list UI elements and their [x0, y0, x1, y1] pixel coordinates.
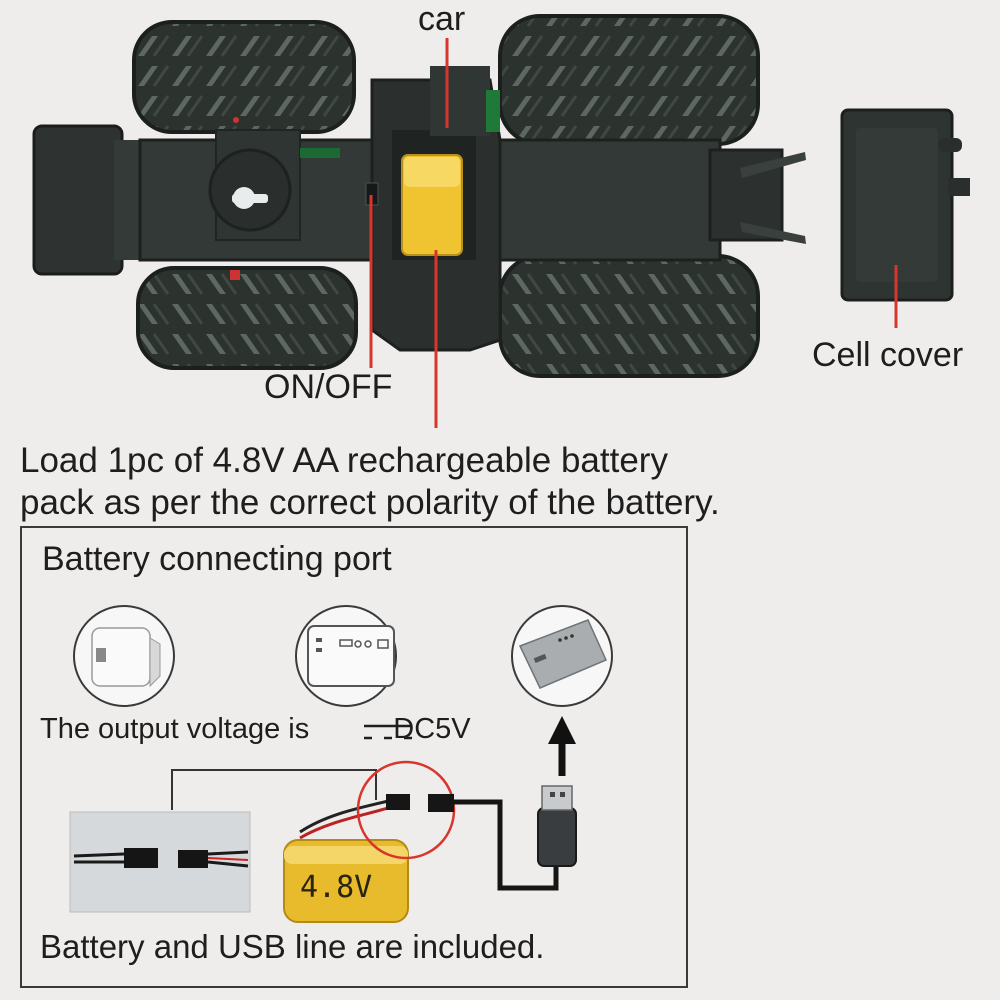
voltage-prefix: The output voltage is [40, 713, 310, 745]
cell-cover-label: Cell cover [812, 336, 964, 374]
on-off-label: ON/OFF [264, 368, 393, 406]
included-note: Battery and USB line are included. [40, 928, 545, 965]
rear-right-tire [498, 254, 760, 378]
axle-cap [232, 187, 268, 209]
cell-cover-part [840, 108, 970, 302]
voltage-value: DC5V [393, 713, 471, 745]
front-right-tire [136, 266, 358, 370]
front-weight [32, 124, 124, 276]
connecting-port-title: Battery connecting port [42, 540, 392, 578]
load-battery-instruction: Load 1pc of 4.8V AA rechargeable battery… [20, 440, 980, 524]
power-bank-icon [295, 605, 397, 707]
rear-left-tire [498, 14, 760, 146]
phone-charger-icon [511, 605, 613, 707]
connector-bracket [171, 769, 377, 810]
up-arrow-icon [548, 716, 576, 776]
instruction-line-2: pack as per the correct polarity of the … [20, 483, 720, 522]
tractor-underside [32, 14, 806, 378]
car-label: car [418, 0, 466, 38]
usb-cable [454, 785, 577, 891]
battery-label: 4.8V [300, 870, 373, 905]
connecting-port-panel [20, 526, 688, 988]
battery-in-bay [401, 154, 463, 256]
connector-photo [69, 811, 251, 913]
output-voltage-text: The output voltage is DC5V [40, 713, 471, 746]
dc-symbol [364, 724, 412, 740]
instruction-line-1: Load 1pc of 4.8V AA rechargeable battery [20, 441, 668, 480]
power-adapter-icon [73, 605, 175, 707]
front-left-tire [132, 20, 356, 134]
